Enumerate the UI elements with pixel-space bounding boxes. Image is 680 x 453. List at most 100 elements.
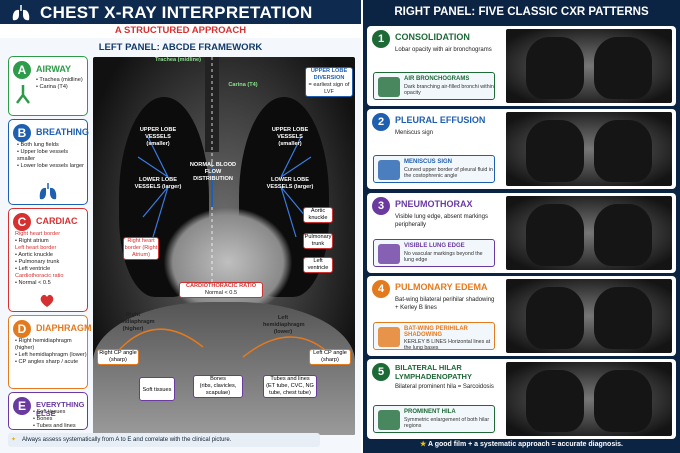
section-letter: B xyxy=(13,124,31,142)
section-item: • Bones xyxy=(33,416,53,422)
left-panel: CHEST X-RAY INTERPRETATION A STRUCTURED … xyxy=(0,0,361,453)
section-airway: A AIRWAY • Trachea (midline) • Carina (T… xyxy=(8,56,88,116)
heart-icon xyxy=(40,294,54,307)
section-item: Cardiothoracic ratio xyxy=(15,273,64,279)
sign-desc: Dark branching air-filled bronchi within… xyxy=(404,84,494,96)
section-letter: C xyxy=(13,213,31,231)
sign-title: BAT-WING PERIHILAR SHADOWING xyxy=(404,326,468,338)
tubes-sub: (ET tube, CVC, NG tube, chest tube) xyxy=(266,383,314,396)
section-breathing: B BREATHING • Both lung fields • Upper l… xyxy=(8,119,89,205)
bones-title: Bones xyxy=(210,376,226,382)
card-desc: Bilateral prominent hila = Sarcoidosis xyxy=(395,384,494,390)
diaphragm-shadow xyxy=(93,302,355,435)
sign-icon xyxy=(378,244,400,264)
ctr-box: CARDIOTHORACIC RATIO Normal < 0.5 xyxy=(179,282,263,298)
card-number: 5 xyxy=(372,363,390,381)
section-item: • CP angles sharp / acute xyxy=(15,359,79,365)
section-item: • Upper lobe vessels smaller xyxy=(17,149,69,162)
bones-sub: (ribs, clavicles, scapulae) xyxy=(199,383,237,396)
section-letter: A xyxy=(13,61,31,79)
footer-text: Always assess systematically from A to E… xyxy=(22,437,232,443)
carina-label: Carina (T4) xyxy=(228,82,258,88)
card-desc: Meniscus sign xyxy=(395,130,434,136)
pattern-xray-image xyxy=(506,362,672,436)
right-panel: RIGHT PANEL: FIVE CLASSIC CXR PATTERNS 1… xyxy=(363,0,680,453)
right-heart-border-label: Right heart border (Right Atrium) xyxy=(123,237,159,260)
framework-label: LEFT PANEL: ABCDE FRAMEWORK xyxy=(98,42,263,53)
upper-lobe-diversion-box: UPPER LOBE DIVERSION = earliest sign of … xyxy=(305,67,353,97)
section-item: • Left hemidiaphragm (lower) xyxy=(15,352,87,358)
page-title: CHEST X-RAY INTERPRETATION xyxy=(40,3,313,22)
section-item: • Right hemidiaphragm (higher) xyxy=(15,338,72,351)
section-item: • Left ventricle xyxy=(15,266,51,272)
page-subtitle: A STRUCTURED APPROACH xyxy=(0,24,361,38)
right-footer-text: A good film + a systematic approach = ac… xyxy=(427,441,623,448)
lungs-icon xyxy=(12,5,30,21)
section-item: • Aortic knuckle xyxy=(15,252,54,258)
tubes-box: Tubes and lines (ET tube, CVC, NG tube, … xyxy=(263,375,317,398)
card-number: 2 xyxy=(372,113,390,131)
card-number: 1 xyxy=(372,30,390,48)
section-letter: E xyxy=(13,397,31,415)
diversion-note: = earliest sign of LVF xyxy=(308,82,350,95)
ctr-value: Normal < 0.5 xyxy=(204,290,238,296)
upper-lobe-right-label: UPPER LOBE VESSELS (smaller) xyxy=(139,127,177,147)
section-item: Left heart border xyxy=(15,245,57,251)
trachea-icon xyxy=(16,85,30,104)
lower-lobe-right-label: LOWER LOBE VESSELS (larger) xyxy=(134,177,182,190)
pulmonary-trunk-label: Pulmonary trunk xyxy=(303,233,333,249)
section-item: • Carina (T4) xyxy=(36,84,68,90)
lightbulb-icon: ✦ xyxy=(11,437,17,443)
soft-tissues-label: Soft tissues xyxy=(139,377,175,401)
normal-flow-label: NORMAL BLOOD FLOW DISTRIBUTION xyxy=(189,162,237,182)
diversion-title: UPPER LOBE DIVERSION xyxy=(310,68,348,81)
sign-desc: Curved upper border of pleural fluid in … xyxy=(404,167,493,179)
section-name: CARDIAC xyxy=(36,216,78,226)
pattern-xray-image xyxy=(506,279,672,353)
section-name: AIRWAY xyxy=(36,64,72,74)
tubes-title: Tubes and lines xyxy=(270,376,310,382)
sign-icon xyxy=(378,327,400,347)
card-title: CONSOLIDATION xyxy=(395,32,470,42)
card-desc: Visible lung edge, absent markings perip… xyxy=(395,214,488,228)
lungs-icon xyxy=(39,183,57,200)
right-header: RIGHT PANEL: FIVE CLASSIC CXR PATTERNS xyxy=(394,6,649,18)
pattern-xray-image xyxy=(506,29,672,103)
sign-title: VISIBLE LUNG EDGE xyxy=(404,243,465,249)
right-hemidiaphragm-label: Right hemidiaphragm (higher) xyxy=(113,312,155,332)
pattern-card-1: 1 CONSOLIDATION Lobar opacity with air bro… xyxy=(367,26,676,106)
chest-xray-image: UPPER LOBE VESSELS (smaller) UPPER LOBE … xyxy=(93,57,355,435)
section-everything-else: E EVERYTHING ELSE • Soft tissues • Bones… xyxy=(8,392,88,430)
section-name: EVERYTHING ELSE xyxy=(36,400,85,418)
trachea-label: Trachea (midline) xyxy=(154,57,201,63)
section-name: BREATHING xyxy=(36,127,89,137)
section-item: • Pulmonary trunk xyxy=(15,259,60,265)
card-desc: Bat-wing bilateral perihilar shadowing +… xyxy=(395,297,495,311)
section-item: • Normal < 0.5 xyxy=(15,280,51,286)
right-cp-angle-label: Right CP angle (sharp) xyxy=(97,349,139,365)
card-title: PULMONARY EDEMA xyxy=(395,282,488,292)
star-icon: ★ xyxy=(420,441,428,448)
section-item: • Soft tissues xyxy=(33,409,66,415)
left-hemidiaphragm-label: Left hemidiaphragm (lower) xyxy=(263,315,305,335)
pattern-xray-image xyxy=(506,112,672,186)
sign-icon xyxy=(378,410,400,430)
section-name: DIAPHRAGM xyxy=(36,323,92,333)
section-item: • Right atrium xyxy=(15,238,49,244)
trachea-shadow xyxy=(205,57,219,152)
card-title: PLEURAL EFFUSION xyxy=(395,115,486,125)
lower-lobe-left-label: LOWER LOBE VESSELS (larger) xyxy=(266,177,314,190)
card-title: PNEUMOTHORAX xyxy=(395,199,473,209)
section-item: Right heart border xyxy=(15,231,61,237)
sign-desc: KERLEY B LINES Horizontal lines at the l… xyxy=(404,339,491,351)
sign-title: PROMINENT HILA xyxy=(404,409,456,415)
pattern-xray-image xyxy=(506,196,672,270)
section-item: • Lower lobe vessels larger xyxy=(17,163,84,169)
sign-icon xyxy=(378,160,400,180)
card-desc: Lobar opacity with air bronchograms xyxy=(395,47,492,53)
